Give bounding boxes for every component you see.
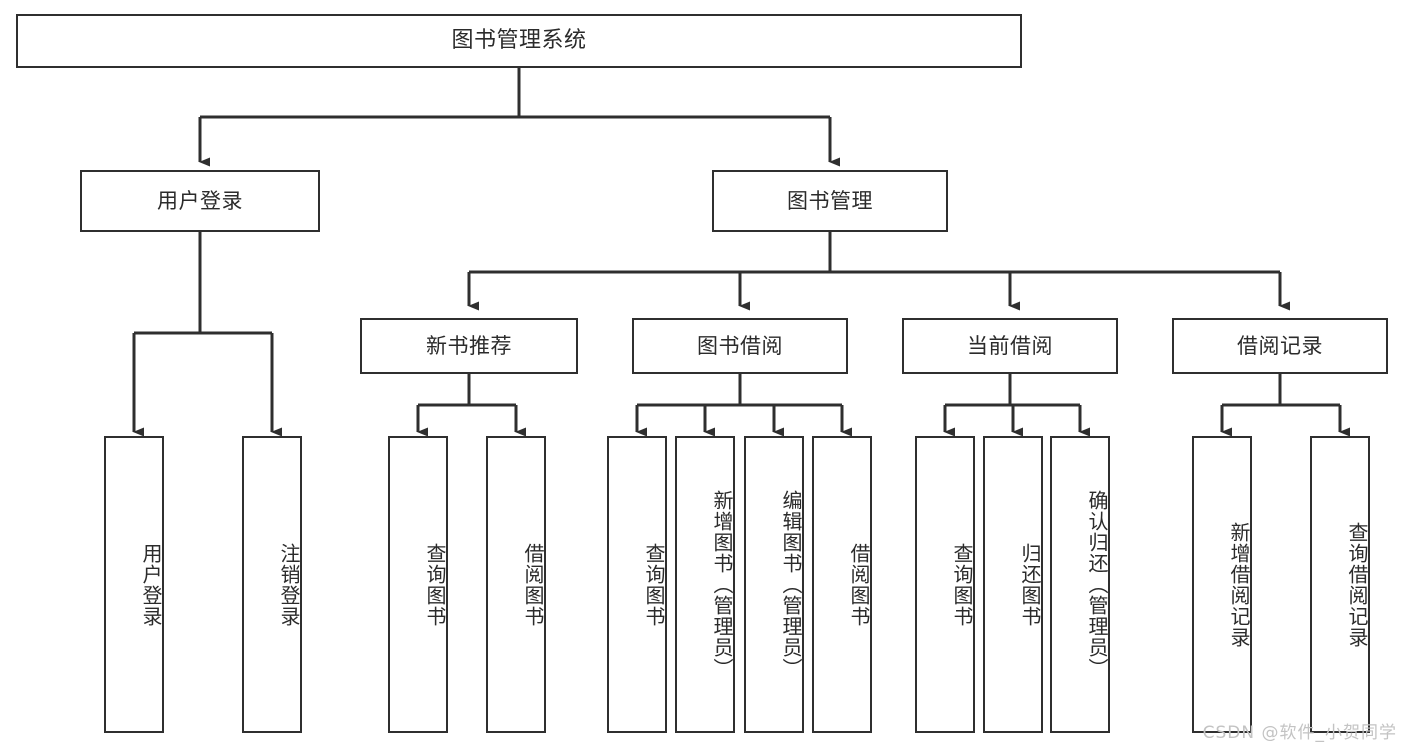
node-leaf-edit-book-admin[interactable]: 编辑图书（管理员） (744, 436, 804, 733)
node-leaf-query-borrow-record[interactable]: 查询借阅记录 (1310, 436, 1370, 733)
node-leaf-borrow-books-newbook[interactable]: 借阅图书 (486, 436, 546, 733)
node-leaf-return-books[interactable]: 归还图书 (983, 436, 1043, 733)
node-leaf-add-book-admin[interactable]: 新增图书（管理员） (675, 436, 735, 733)
node-current-borrowing[interactable]: 当前借阅 (902, 318, 1118, 374)
node-label: 图书管理系统 (451, 28, 587, 54)
node-label: 查询图书 (950, 542, 974, 627)
node-book-management[interactable]: 图书管理 (712, 170, 948, 232)
node-label: 查询图书 (642, 542, 666, 627)
node-label: 图书管理 (787, 188, 873, 213)
node-label: 借阅记录 (1237, 333, 1323, 358)
node-label: 新书推荐 (426, 333, 512, 358)
node-label: 注销登录 (277, 542, 301, 627)
node-leaf-query-books-newbook[interactable]: 查询图书 (388, 436, 448, 733)
node-leaf-query-books-borrow[interactable]: 查询图书 (607, 436, 667, 733)
node-label: 新增借阅记录 (1227, 521, 1251, 648)
node-label: 图书借阅 (697, 333, 783, 358)
node-label: 用户登录 (157, 188, 243, 213)
node-label: 确认归还（管理员） (1085, 490, 1109, 679)
node-borrow-records[interactable]: 借阅记录 (1172, 318, 1388, 374)
node-user-login[interactable]: 用户登录 (80, 170, 320, 232)
node-label: 当前借阅 (967, 333, 1053, 358)
watermark-text: CSDN @软件_小贺同学 (1202, 723, 1397, 743)
node-label: 新增图书（管理员） (710, 490, 734, 679)
node-leaf-query-books-current[interactable]: 查询图书 (915, 436, 975, 733)
node-book-borrowing[interactable]: 图书借阅 (632, 318, 848, 374)
node-label: 借阅图书 (521, 542, 545, 627)
node-leaf-user-login[interactable]: 用户登录 (104, 436, 164, 733)
node-leaf-confirm-return-admin[interactable]: 确认归还（管理员） (1050, 436, 1110, 733)
node-label: 借阅图书 (847, 542, 871, 627)
node-leaf-logout[interactable]: 注销登录 (242, 436, 302, 733)
node-label: 用户登录 (139, 542, 163, 627)
node-leaf-add-borrow-record[interactable]: 新增借阅记录 (1192, 436, 1252, 733)
node-leaf-borrow-books-borrow[interactable]: 借阅图书 (812, 436, 872, 733)
node-label: 归还图书 (1018, 542, 1042, 627)
node-label: 查询图书 (423, 542, 447, 627)
node-new-book-recommendation[interactable]: 新书推荐 (360, 318, 578, 374)
node-root-book-management-system[interactable]: 图书管理系统 (16, 14, 1022, 68)
node-label: 编辑图书（管理员） (779, 490, 803, 679)
node-label: 查询借阅记录 (1345, 521, 1369, 648)
